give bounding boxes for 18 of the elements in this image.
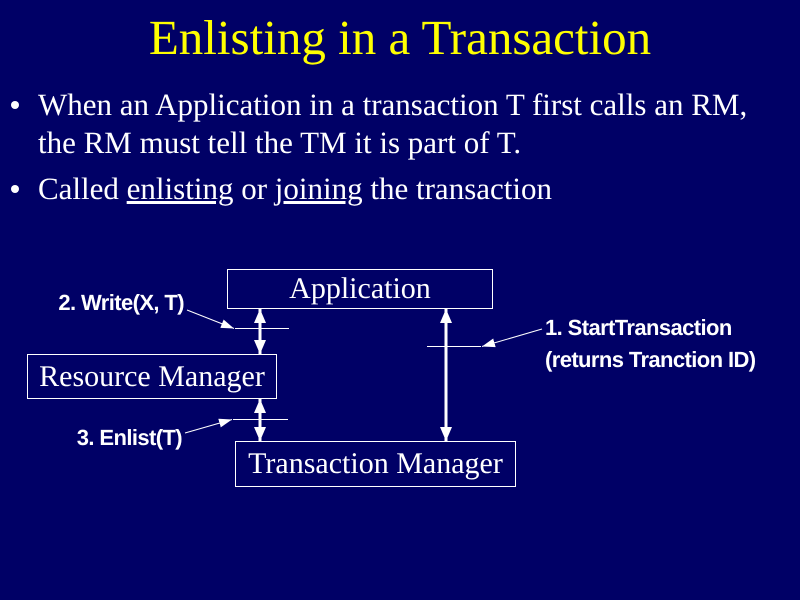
callout-label: 3. Enlist(T) [76,422,182,454]
leader-arrow [186,310,234,330]
process-box: Transaction Manager [235,441,516,487]
tick-line [233,419,288,420]
double-arrow [254,399,266,441]
callout-label: 2. Write(X, T) [58,287,184,319]
bullet-text: When an Application in a transaction T first calls an RM, the RM must tell the TM it is part of T. [38,86,748,162]
process-box: Application [227,269,493,309]
tick-line [427,346,481,347]
bullet-text: Called enlisting or joining the transaction [38,170,554,208]
process-box: Resource Manager [27,354,277,399]
callout-label: 1. StartTransaction (returns Tranction ID) [545,312,795,376]
leader-arrow [184,418,232,434]
leader-arrow [482,328,542,348]
slide-title: Enlisting in a Transaction [148,10,652,66]
double-arrow [254,309,266,354]
tick-line [235,328,289,329]
double-arrow [440,309,452,441]
